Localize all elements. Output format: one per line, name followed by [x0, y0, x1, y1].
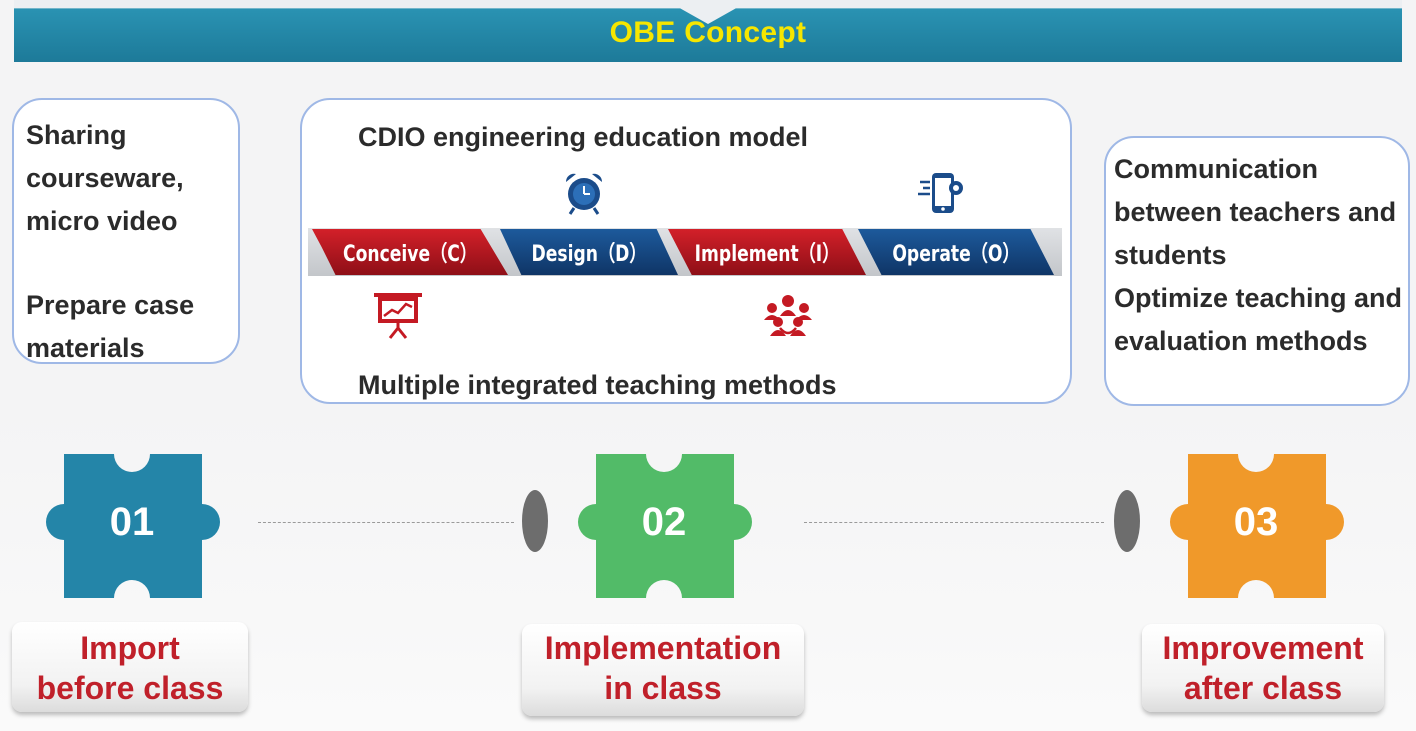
alarm-clock-icon — [565, 173, 603, 215]
phase-label-conceive: Conceive（C） — [342, 242, 478, 267]
teaching-methods-text: Multiple integrated teaching methods — [358, 370, 837, 400]
mobile-settings-icon — [918, 173, 963, 213]
before-class-text-2: Prepare case materials — [26, 290, 195, 363]
after-class-box: Communication between teachers and stude… — [1104, 136, 1410, 406]
presentation-board-icon — [374, 293, 422, 339]
phase-label-implement: Implement（I） — [694, 242, 840, 267]
step-label-02-line2: in class — [604, 670, 722, 706]
step-label-03-line1: Improvement — [1162, 630, 1364, 666]
phase-chevron-conceive — [312, 229, 508, 275]
before-class-box: Sharing courseware, micro video Prepare … — [12, 98, 240, 364]
phase-chevron-implement — [668, 229, 866, 275]
puzzle-piece-01 — [46, 454, 220, 598]
step-label-02-line1: Implementation — [544, 630, 782, 666]
team-group-icon — [764, 295, 812, 336]
step-label-01-line2: before class — [36, 670, 224, 706]
step-label-box-03: Improvement after class — [1142, 624, 1384, 712]
step-number-02: 02 — [641, 500, 687, 544]
phase-chevron-design — [500, 229, 678, 275]
phase-label-design: Design（D） — [531, 242, 647, 267]
step-label-box-01: Import before class — [12, 622, 248, 712]
step-label-box-02: Implementation in class — [522, 624, 804, 716]
banner-title: OBE Concept — [609, 16, 807, 49]
connector-line-2 — [804, 522, 1104, 523]
after-class-text-1: Communication between teachers and stude… — [1114, 154, 1397, 270]
puzzle-piece-02 — [578, 454, 752, 598]
step-label-03-line2: after class — [1183, 670, 1343, 706]
step-number-01: 01 — [109, 500, 155, 544]
before-class-text-1: Sharing courseware, micro video — [26, 120, 184, 236]
connector-knob-1 — [522, 490, 548, 552]
phase-chevron-operate — [858, 229, 1054, 275]
cdio-title: CDIO engineering education model — [358, 122, 809, 152]
step-number-03: 03 — [1233, 500, 1279, 544]
after-class-text-2: Optimize teaching and evaluation methods — [1114, 283, 1403, 356]
connector-knob-2 — [1114, 490, 1140, 552]
phase-label-operate: Operate（O） — [892, 242, 1020, 267]
puzzle-piece-03 — [1170, 454, 1344, 598]
connector-line-1 — [258, 522, 514, 523]
step-label-01-line1: Import — [80, 630, 180, 666]
